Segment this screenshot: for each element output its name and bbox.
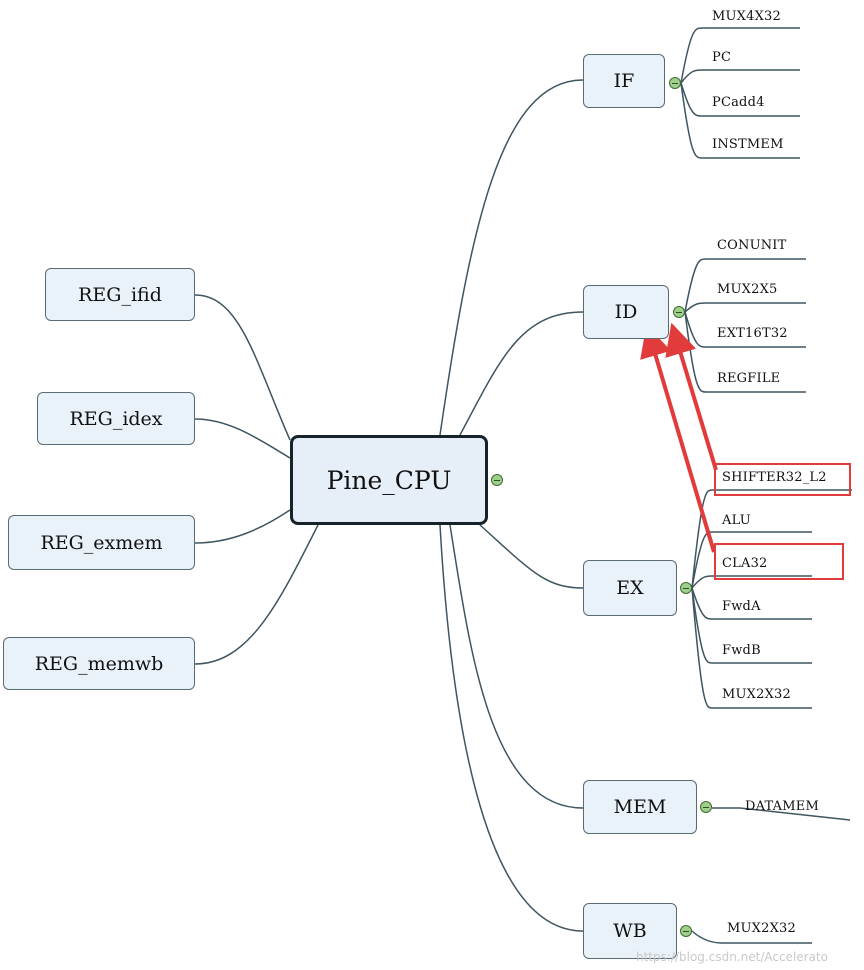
connector-reg-idex <box>194 418 291 459</box>
connector-mem <box>449 524 584 809</box>
connector-if <box>439 79 584 436</box>
node-reg-exmem[interactable]: REG_exmem <box>8 515 195 570</box>
arrow-shifter-to-id <box>665 322 718 471</box>
node-label: REG_ifid <box>78 283 162 306</box>
connector-reg-ifid <box>194 294 291 441</box>
node-label: ID <box>614 301 638 323</box>
highlight-box-shifter32-l2 <box>714 463 851 496</box>
if-branch-2 <box>680 82 703 117</box>
ex-branch-5 <box>691 587 713 709</box>
connector-ex <box>479 524 584 589</box>
watermark-text: https://blog.csdn.net/Accelerato <box>636 950 828 964</box>
leaf-shifter32-l2[interactable]: SHIFTER32_L2 <box>722 470 827 485</box>
collapse-toggle-icon[interactable] <box>669 77 681 89</box>
leaf-fwdb[interactable]: FwdB <box>722 643 761 658</box>
connector-id <box>459 311 584 436</box>
id-branch-1 <box>684 302 707 313</box>
node-label: EX <box>616 577 644 599</box>
leaf-mux2x32-wb[interactable]: MUX2X32 <box>727 921 796 936</box>
node-stage-if[interactable]: IF <box>583 54 665 108</box>
ex-branch-0 <box>691 489 713 589</box>
node-stage-mem[interactable]: MEM <box>583 780 697 834</box>
connector-reg-memwb <box>194 524 319 665</box>
node-label: REG_exmem <box>40 531 163 554</box>
node-label: WB <box>613 920 647 942</box>
collapse-toggle-icon[interactable] <box>680 582 692 594</box>
connector-reg-exmem <box>194 509 291 544</box>
root-node-label: Pine_CPU <box>326 465 452 495</box>
ex-branch-3 <box>691 587 713 620</box>
id-branch-0 <box>684 258 707 313</box>
leaf-conunit[interactable]: CONUNIT <box>717 238 787 253</box>
collapse-toggle-icon[interactable] <box>680 925 692 937</box>
leaf-regfile[interactable]: REGFILE <box>717 371 781 386</box>
leaf-cla32[interactable]: CLA32 <box>722 556 768 571</box>
leaf-pcadd4[interactable]: PCadd4 <box>712 95 765 110</box>
arrow-cla32-to-id <box>640 324 716 553</box>
leaf-alu[interactable]: ALU <box>722 513 751 528</box>
collapse-toggle-icon[interactable] <box>673 306 685 318</box>
leaf-pc[interactable]: PC <box>712 50 732 65</box>
mem-branch <box>712 807 851 821</box>
if-branch-3 <box>680 82 703 159</box>
leaf-datamem[interactable]: DATAMEM <box>745 799 819 814</box>
node-label: IF <box>613 70 635 92</box>
node-stage-ex[interactable]: EX <box>583 560 677 616</box>
if-branch-1 <box>680 69 703 84</box>
node-label: MEM <box>613 796 667 818</box>
wb-branch <box>691 930 812 944</box>
ex-branch-4 <box>691 587 713 664</box>
node-stage-id[interactable]: ID <box>583 285 669 339</box>
node-reg-ifid[interactable]: REG_ifid <box>45 268 195 321</box>
collapse-toggle-icon[interactable] <box>491 474 503 486</box>
leaf-ext16t32[interactable]: EXT16T32 <box>717 326 788 341</box>
leaf-mux2x5[interactable]: MUX2X5 <box>717 282 778 297</box>
node-label: REG_idex <box>69 407 163 430</box>
node-label: REG_memwb <box>34 652 164 675</box>
if-branch-0 <box>680 27 703 84</box>
collapse-toggle-icon[interactable] <box>700 801 712 813</box>
leaf-instmem[interactable]: INSTMEM <box>712 137 784 152</box>
highlight-box-cla32 <box>714 543 844 580</box>
id-branch-2 <box>684 311 707 348</box>
ex-branch-2 <box>691 575 713 589</box>
node-reg-idex[interactable]: REG_idex <box>37 392 195 445</box>
root-node-pine-cpu[interactable]: Pine_CPU <box>290 435 488 525</box>
node-stage-wb[interactable]: WB <box>583 903 677 959</box>
leaf-fwda[interactable]: FwdA <box>722 599 761 614</box>
leaf-mux4x32[interactable]: MUX4X32 <box>712 9 781 24</box>
connector-wb <box>439 524 584 932</box>
ex-branch-1 <box>691 531 713 589</box>
node-reg-memwb[interactable]: REG_memwb <box>3 637 195 690</box>
leaf-mux2x32[interactable]: MUX2X32 <box>722 687 791 702</box>
